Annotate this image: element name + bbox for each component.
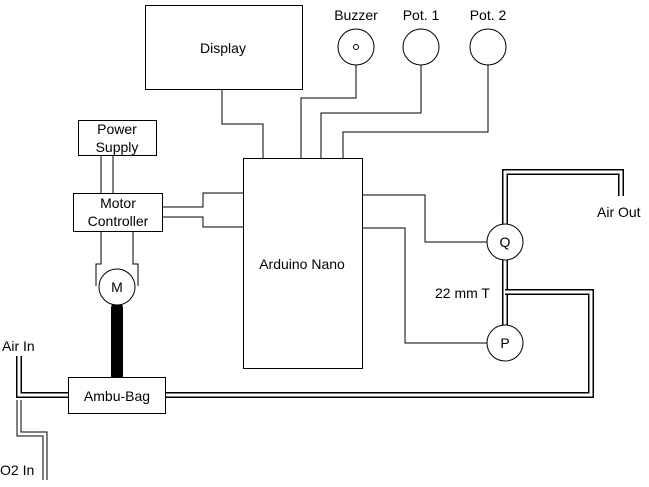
buzzer-label: Buzzer	[334, 7, 378, 23]
wire-buzzer-arduino	[300, 65, 357, 158]
q-sensor-label: Q	[500, 234, 511, 250]
wire-pot1-arduino	[320, 65, 422, 158]
pot2-circle	[469, 28, 507, 66]
o2-line-inner	[20, 400, 48, 480]
p-sensor-circle	[486, 324, 524, 362]
power-supply-label-1: Power	[97, 121, 137, 137]
air-in-label: Air In	[2, 338, 35, 354]
wire-controller-motor-right	[132, 231, 139, 286]
air-out-label: Air Out	[597, 204, 641, 220]
pot1-label: Pot. 1	[403, 7, 440, 23]
motor-controller-box	[73, 193, 163, 232]
motor-circle	[98, 268, 136, 306]
wire-pot2-arduino	[342, 65, 489, 158]
buzzer-center-dot	[353, 44, 359, 50]
hose-return	[166, 289, 594, 398]
wire-arduino-p	[362, 227, 487, 344]
hose-air-in	[16, 356, 68, 398]
ambu-bag-label: Ambu-Bag	[84, 388, 150, 404]
wire-arduino-q	[362, 194, 487, 243]
display-box	[145, 5, 303, 90]
pot2-label: Pot. 2	[470, 7, 507, 23]
power-supply-box	[78, 120, 157, 156]
signal-wires	[16, 65, 489, 480]
motor-label: M	[111, 279, 123, 295]
q-sensor-circle	[486, 223, 524, 261]
arduino-nano-box	[243, 158, 363, 369]
wire-controller-arduino-top	[163, 192, 243, 208]
power-supply-label-2: Supply	[96, 139, 139, 155]
motor-controller-label-2: Controller	[88, 213, 149, 229]
tee-label: 22 mm T	[435, 285, 490, 301]
o2-line	[16, 400, 44, 480]
wire-display-arduino	[221, 89, 264, 158]
wire-controller-arduino-bottom	[163, 216, 243, 228]
pot1-circle	[402, 28, 440, 66]
o2-in-label: O2 In	[0, 462, 34, 478]
wire-controller-motor-left	[95, 231, 102, 286]
display-label: Display	[200, 40, 246, 56]
p-sensor-label: P	[500, 335, 509, 351]
motor-controller-label-1: Motor	[100, 195, 136, 211]
arduino-label: Arduino Nano	[259, 256, 345, 272]
ambu-bag-box	[68, 377, 166, 414]
air-hoses	[16, 169, 624, 398]
